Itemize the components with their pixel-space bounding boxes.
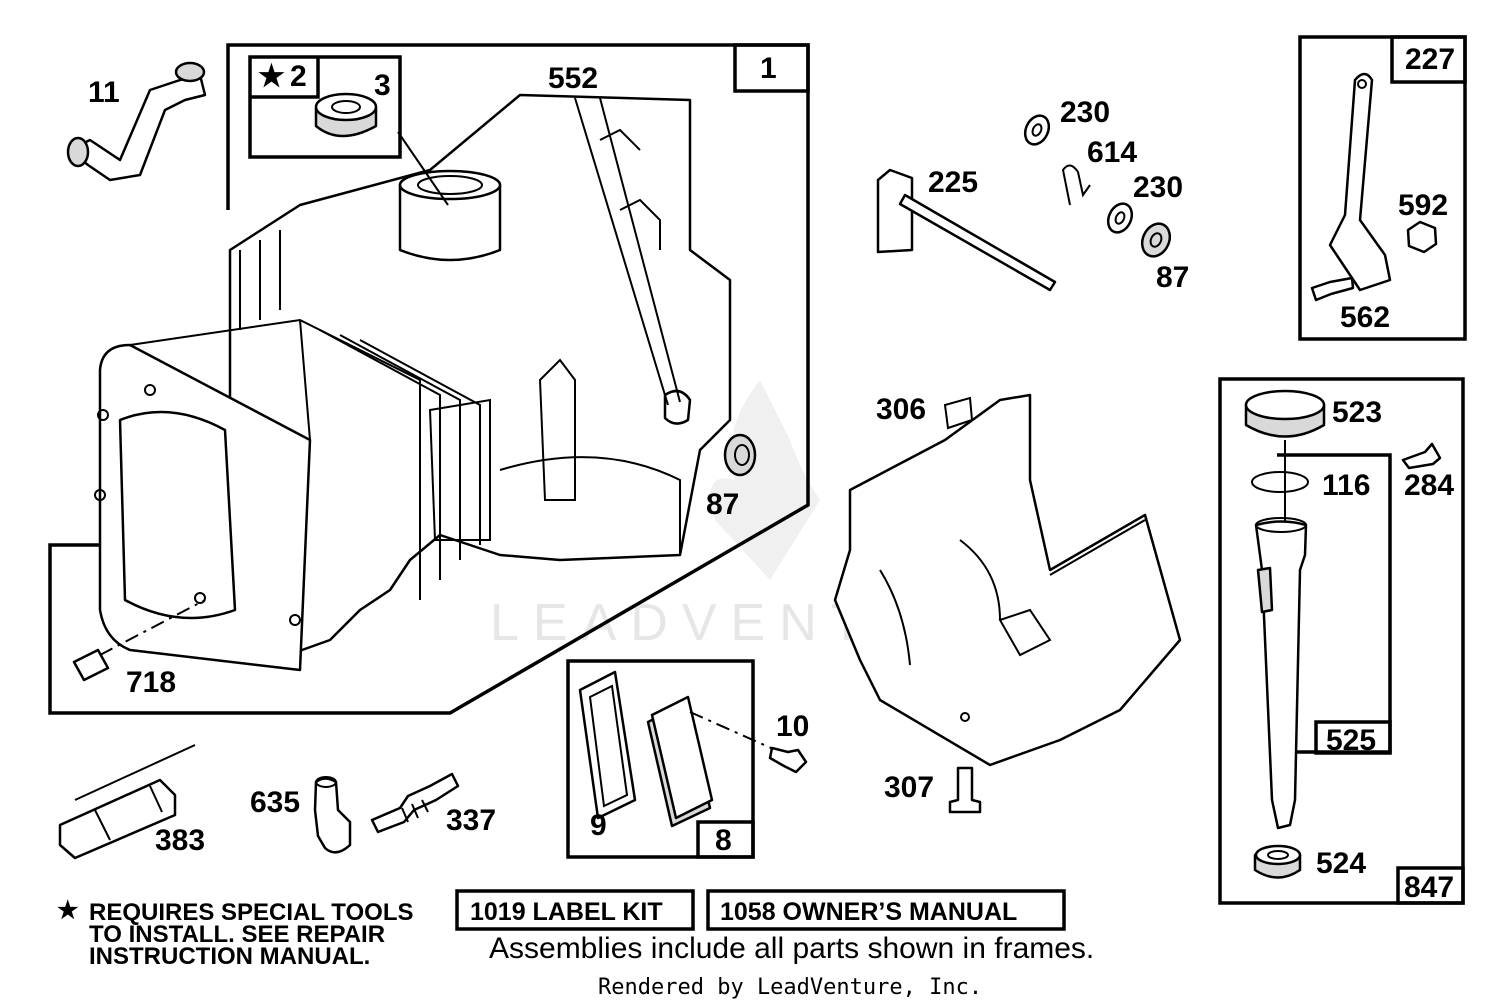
bearing-frame-number-box xyxy=(250,57,320,99)
governor-frame-number: 227 xyxy=(1405,43,1455,76)
special-tools-note: ★ REQUIRES SPECIAL TOOLS TO INSTALL. SEE… xyxy=(57,897,414,970)
special-tools-line-2: TO INSTALL. SEE REPAIR xyxy=(89,921,385,948)
special-tool-star: ★ xyxy=(258,60,285,93)
cylinder-baffle-part xyxy=(833,393,1182,767)
leader-3 xyxy=(397,131,449,206)
callout-230-b: 230 xyxy=(1133,171,1183,204)
callout-306: 306 xyxy=(876,393,926,426)
block-frame-number-box xyxy=(733,43,810,93)
rendered-by-note: Rendered by LeadVenture, Inc. xyxy=(598,975,982,1000)
dipstick-tube-frame: 847 525 523 116 524 xyxy=(1218,377,1465,905)
callout-718: 718 xyxy=(126,666,176,699)
callout-552: 552 xyxy=(548,62,598,95)
callout-10: 10 xyxy=(776,710,809,743)
block-frame-number: 1 xyxy=(760,52,777,85)
hitch-pin-614 xyxy=(1061,164,1091,206)
leader-552b xyxy=(599,97,681,403)
spark-plug-wrench-part xyxy=(58,744,196,860)
bearing-kit-frame: ★ 2 3 xyxy=(248,55,449,206)
special-tools-line-3: INSTRUCTION MANUAL. xyxy=(89,943,370,970)
dipstick-tube-part xyxy=(1254,517,1308,830)
callout-87-shaft: 87 xyxy=(1156,261,1189,294)
cylinder-block-drawing xyxy=(94,93,732,672)
block-frame-outline xyxy=(48,43,810,715)
main-bearing-seal-part xyxy=(314,92,378,138)
screw-284-part xyxy=(1401,442,1442,470)
owners-manual-text: 1058 OWNER’S MANUAL xyxy=(720,898,1017,926)
dipstick-frame-outline xyxy=(1218,377,1465,905)
leader-552 xyxy=(574,97,669,406)
special-tools-line-1: REQUIRES SPECIAL TOOLS xyxy=(89,899,414,926)
bearing-frame-outline xyxy=(248,55,402,159)
callout-9: 9 xyxy=(590,809,607,842)
breather-frame-outline xyxy=(566,659,755,859)
bearing-frame-number: 2 xyxy=(290,60,307,93)
callout-383: 383 xyxy=(155,824,205,857)
label-kit-text: 1019 LABEL KIT xyxy=(470,898,663,926)
label-kit-box: 1019 LABEL KIT xyxy=(455,889,695,931)
owners-manual-box: 1058 OWNER’S MANUAL xyxy=(706,889,1066,931)
breather-gasket-part xyxy=(578,670,637,820)
screw-562-part xyxy=(1310,276,1355,302)
governor-shaft-group: 225 230 614 230 87 xyxy=(876,96,1189,294)
breather-cover-part xyxy=(646,695,714,828)
dipstick-frame-number: 847 xyxy=(1404,871,1454,904)
special-tools-star: ★ xyxy=(57,897,79,924)
dipstick-frame-number-box xyxy=(1396,866,1465,905)
screw-307-part xyxy=(948,766,982,814)
callout-11: 11 xyxy=(88,76,120,109)
governor-frame-number-box xyxy=(1390,35,1467,84)
callout-230-a: 230 xyxy=(1060,96,1110,129)
breather-frame-number-box xyxy=(696,820,755,859)
seal-87-shaft xyxy=(1140,222,1172,258)
nut-592-part xyxy=(1406,220,1438,254)
breather-tube-part xyxy=(66,61,207,182)
tube-frame-number-box xyxy=(1314,720,1392,755)
dowel-axis xyxy=(99,599,206,656)
cylinder-block-assembly: 1 xyxy=(48,43,810,715)
washer-230-a xyxy=(1023,114,1051,146)
callout-592: 592 xyxy=(1398,189,1448,222)
callout-523: 523 xyxy=(1332,396,1382,429)
oil-seal-87-part xyxy=(723,433,757,477)
washer-230-b xyxy=(1106,202,1134,234)
callout-562: 562 xyxy=(1340,301,1390,334)
spark-plug-boot-part xyxy=(313,776,352,854)
governor-lever-part xyxy=(1328,72,1392,292)
grommet-524-part xyxy=(1253,844,1302,879)
breather-frame-number: 8 xyxy=(715,824,732,857)
governor-lever-frame: 227 592 562 xyxy=(1298,35,1467,341)
callout-3: 3 xyxy=(374,69,391,102)
o-ring-116 xyxy=(1251,471,1309,493)
callout-116: 116 xyxy=(1322,469,1370,502)
callout-337: 337 xyxy=(446,804,496,837)
tube-frame-number: 525 xyxy=(1326,724,1376,757)
callout-307: 307 xyxy=(884,771,934,804)
callout-524: 524 xyxy=(1316,847,1366,880)
screw-10-part xyxy=(768,746,808,774)
breather-screw-axis xyxy=(689,711,781,753)
callout-635: 635 xyxy=(250,786,300,819)
spark-plug-part xyxy=(370,772,460,834)
callout-614: 614 xyxy=(1087,136,1137,169)
assemblies-note: Assemblies include all parts shown in fr… xyxy=(489,932,1094,965)
dowel-pin-part xyxy=(72,648,110,682)
callout-284: 284 xyxy=(1404,469,1454,502)
callout-225: 225 xyxy=(928,166,978,199)
governor-shaft-part xyxy=(876,168,1057,292)
callout-87-block: 87 xyxy=(706,488,739,521)
governor-frame-outline xyxy=(1298,35,1467,341)
dipstick-cap-part xyxy=(1244,389,1326,540)
breather-assembly-frame: 8 9 xyxy=(566,659,781,859)
